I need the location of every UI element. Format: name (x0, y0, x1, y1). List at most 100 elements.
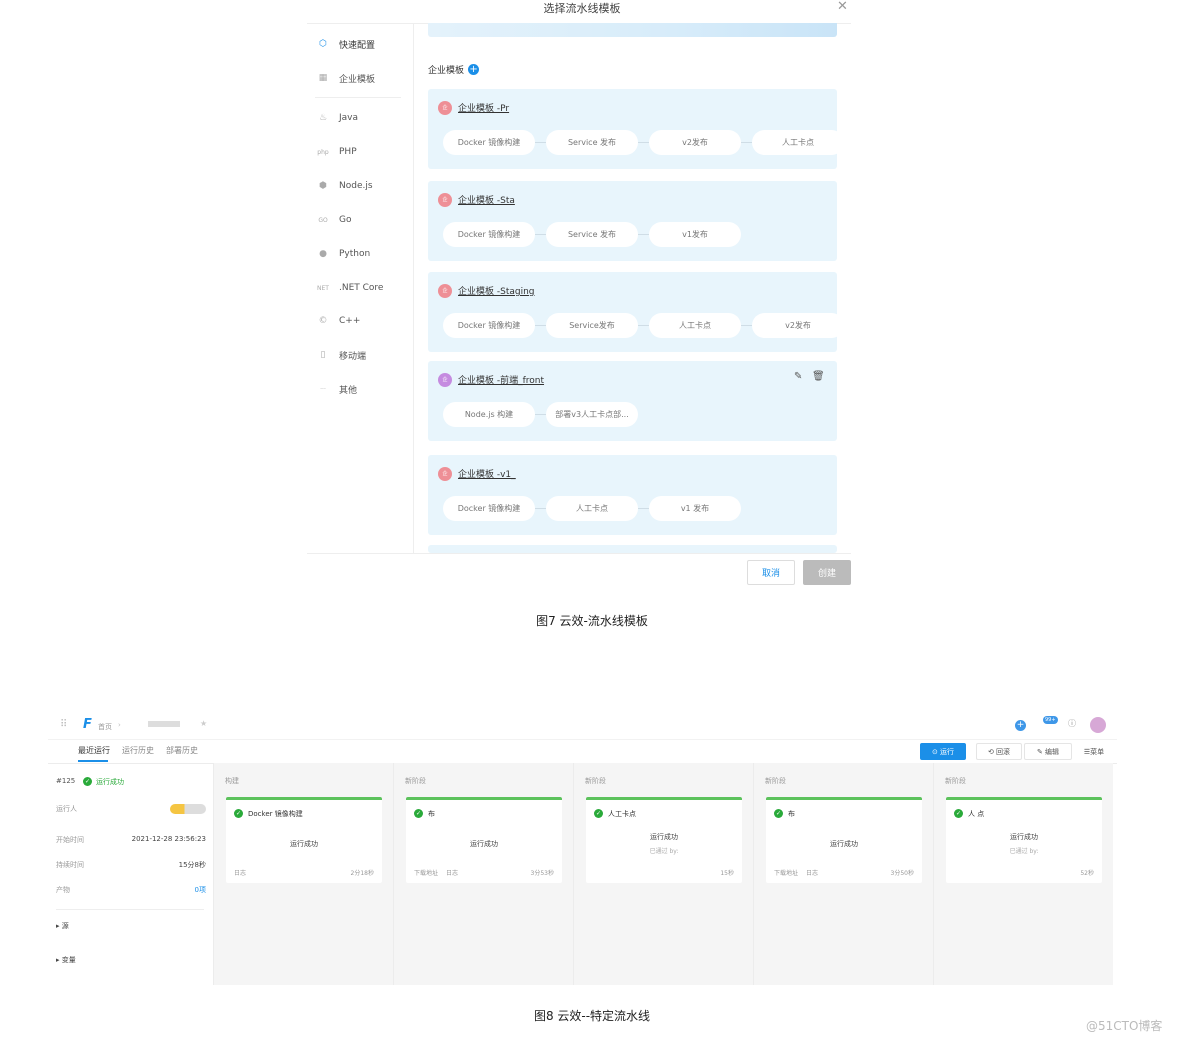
sidebar-item[interactable]: ©C++ (315, 311, 361, 331)
info-value: 15分8秒 (178, 861, 206, 869)
step-pill: Service 发布 (546, 222, 638, 247)
edit-label: 编辑 (1045, 747, 1060, 756)
job-duration: 2分18秒 (350, 870, 374, 877)
download-link[interactable]: 下载地址 (774, 870, 799, 877)
sidebar-item[interactable]: ⬡快速配置 (315, 34, 375, 54)
sidebar-item-label: 其他 (339, 385, 358, 396)
sidebar-item-label: PHP (339, 147, 357, 157)
job-name: 布 (788, 810, 795, 818)
stage-label: 新阶段 (405, 777, 426, 785)
collapsible-variables[interactable]: ▸ 变量 (56, 956, 76, 964)
info-value[interactable]: 0项 (194, 886, 206, 894)
stage-column: 新阶段 ✓ 人 点 运行成功 已通过 by: 52秒 (933, 763, 1113, 985)
sidebar-item[interactable]: ●Python (315, 244, 370, 264)
connector (535, 414, 546, 415)
collapsible-source[interactable]: ▸ 源 (56, 922, 69, 930)
sidebar-item-label: 移动端 (339, 351, 367, 362)
sidebar-item[interactable]: NET.NET Core (315, 278, 383, 298)
sidebar-item-label: Node.js (339, 181, 373, 191)
sidebar-item[interactable]: ⬢Node.js (315, 176, 373, 196)
active-tab-indicator (78, 760, 108, 762)
approved-by: 已通过 by: (649, 848, 679, 855)
log-link[interactable]: 日志 (234, 870, 247, 877)
breadcrumb-home[interactable]: 首页 (98, 723, 112, 731)
notification-badge[interactable]: 99+ (1043, 716, 1058, 724)
sidebar-item-label: .NET Core (339, 283, 384, 293)
template-name: 企业模板 -v1_ (458, 470, 516, 480)
stage-column: 构建 ✓ Docker 镜像构建 运行成功 日志 2分18秒 (213, 763, 393, 985)
job-links: 下载地址日志 (414, 868, 466, 877)
sidebar-item[interactable]: ▯移动端 (315, 345, 367, 365)
avatar[interactable] (1090, 717, 1106, 733)
step-pill: 人工卡点 (752, 130, 844, 155)
template-name: 企业模板 -Sta (458, 196, 515, 206)
connector (741, 142, 752, 143)
sidebar-item-label: Python (339, 249, 371, 259)
pipeline-screenshot: ⠿ F 首页 › ★ + 99+ ⓘ 最近运行 运行历史 部署历史 ⊙ 运行 ⟲… (48, 713, 1117, 985)
cube-icon: ⬡ (319, 39, 327, 49)
dialog-title: 选择流水线模板 (543, 2, 621, 15)
divider (413, 23, 414, 553)
help-icon[interactable]: ⓘ (1068, 719, 1076, 728)
apps-grid-icon[interactable]: ⠿ (60, 719, 68, 730)
sidebar-item[interactable]: ···其他 (315, 379, 357, 399)
connector (535, 325, 546, 326)
connector (638, 325, 649, 326)
tab-run-history[interactable]: 运行历史 (122, 746, 154, 755)
cancel-button[interactable]: 取消 (747, 560, 795, 585)
tab-recent-runs[interactable]: 最近运行 (78, 746, 110, 755)
step-pill: 部署v3人工卡点部... (546, 402, 638, 427)
section-title: 企业模板 (428, 66, 465, 76)
run-button[interactable]: ⊙ 运行 (920, 743, 966, 760)
template-card-partial (428, 545, 837, 553)
job-links: 下载地址日志 (774, 868, 826, 877)
job-card[interactable]: ✓ 人工卡点 运行成功 已通过 by: 15秒 (586, 797, 742, 883)
tab-deploy-history[interactable]: 部署历史 (166, 746, 198, 755)
template-card[interactable]: 企 企业模板 -前端_front ✎🗑 Node.js 构建部署v3人工卡点部.… (428, 361, 837, 441)
edit-icon[interactable]: ✎ (794, 371, 803, 382)
sidebar-item[interactable]: ▦企业模板 (315, 68, 375, 88)
logo-icon[interactable]: F (83, 717, 92, 732)
connector (638, 142, 649, 143)
job-card[interactable]: ✓ 布 运行成功 下载地址日志 3分50秒 (766, 797, 922, 883)
create-button[interactable]: 创建 (803, 560, 851, 585)
log-link[interactable]: 日志 (446, 870, 459, 877)
job-name: 人工卡点 (608, 810, 636, 818)
job-name: 布 (428, 810, 435, 818)
avatar: 企 (438, 373, 452, 387)
approved-by: 已通过 by: (1009, 848, 1039, 855)
trash-icon[interactable]: 🗑 (812, 371, 825, 382)
download-link[interactable]: 下载地址 (414, 870, 439, 877)
rollback-button[interactable]: ⟲ 回滚 (976, 743, 1022, 760)
check-icon: ✓ (954, 809, 963, 818)
sidebar-item[interactable]: ♨Java (315, 108, 358, 128)
close-icon[interactable]: ✕ (837, 0, 848, 14)
log-link[interactable]: 日志 (806, 870, 819, 877)
edit-button[interactable]: ✎ 编辑 (1024, 743, 1072, 760)
go-icon: GO (318, 216, 328, 224)
star-icon[interactable]: ★ (200, 719, 208, 728)
connector (535, 234, 546, 235)
template-name: 企业模板 -Pr (458, 104, 510, 114)
menu-button[interactable]: ☰菜单 (1083, 747, 1105, 756)
avatar: 企 (438, 284, 452, 298)
connector (535, 508, 546, 509)
stage-label: 新阶段 (585, 777, 606, 785)
info-label: 产物 (56, 886, 70, 894)
add-icon[interactable]: + (468, 64, 480, 75)
job-card[interactable]: ✓ Docker 镜像构建 运行成功 日志 2分18秒 (226, 797, 382, 883)
run-id: #125 (56, 777, 76, 785)
job-card[interactable]: ✓ 布 运行成功 下载地址日志 3分53秒 (406, 797, 562, 883)
add-icon[interactable]: + (1015, 720, 1026, 731)
job-duration: 3分53秒 (530, 870, 554, 877)
job-card[interactable]: ✓ 人 点 运行成功 已通过 by: 52秒 (946, 797, 1102, 883)
pipeline-name-blurred[interactable] (148, 721, 180, 727)
job-name: Docker 镜像构建 (248, 810, 303, 818)
